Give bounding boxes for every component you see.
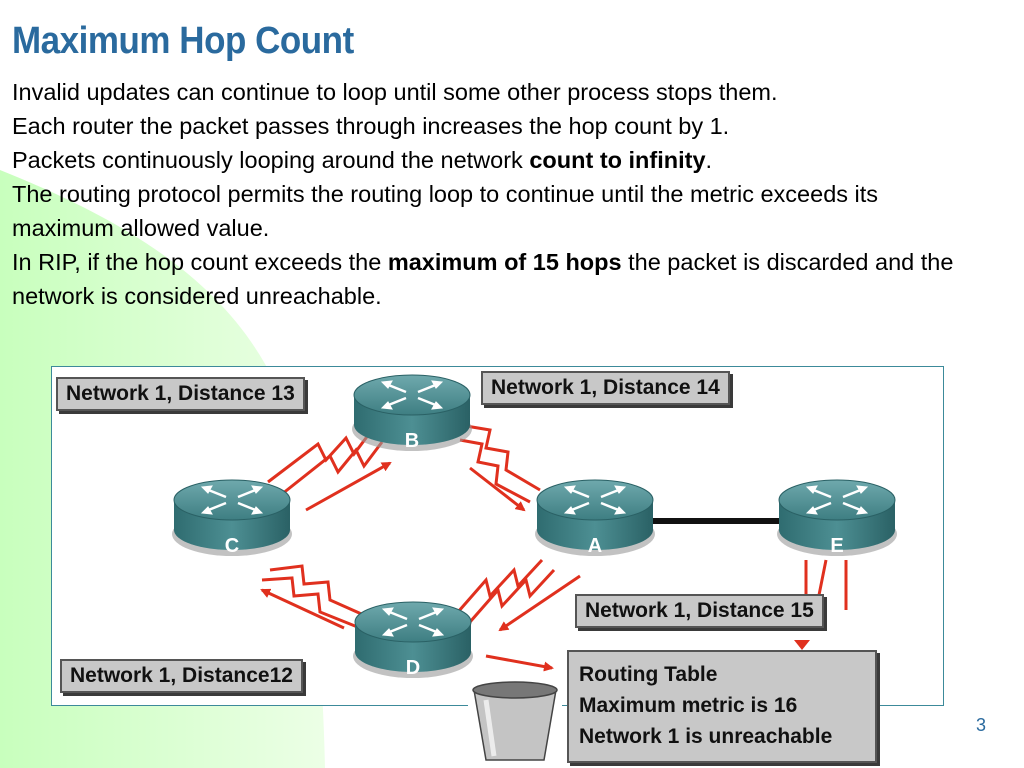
unreachable-marker <box>794 640 810 650</box>
label-distance-13: Network 1, Distance 13 <box>56 377 305 411</box>
router-c-label: C <box>225 535 239 557</box>
trash-bucket-icon <box>468 672 562 768</box>
serial-link-c-b-2 <box>281 441 384 496</box>
router-e-label: E <box>830 535 843 557</box>
router-e: E <box>775 478 899 558</box>
router-a-label: A <box>588 535 602 557</box>
router-b-label: B <box>405 430 419 452</box>
router-c: C <box>170 478 294 558</box>
arrow-b-to-a <box>469 466 526 512</box>
routing-table-max-metric: Maximum metric is 16 <box>579 694 798 717</box>
serial-link-c-d-2 <box>261 576 361 630</box>
arrow-d-to-c <box>260 588 345 630</box>
slide-body: Invalid updates can continue to loop unt… <box>12 75 972 313</box>
routing-table-title: Routing Table <box>579 663 718 686</box>
slide-title: Maximum Hop Count <box>12 20 354 62</box>
serial-link-b-a <box>459 423 541 492</box>
bullet-invalid-updates: Invalid updates can continue to loop unt… <box>12 79 778 105</box>
router-d-label: D <box>406 657 420 679</box>
label-distance-15: Network 1, Distance 15 <box>575 594 824 628</box>
page-number: 3 <box>976 715 987 735</box>
serial-link-d-a <box>456 558 544 613</box>
serial-link-b-a-2 <box>459 438 531 504</box>
bullet-routing-protocol: The routing protocol permits the routing… <box>12 181 879 241</box>
router-b: B <box>350 373 474 453</box>
label-distance-14: Network 1, Distance 14 <box>481 371 730 405</box>
bullet-rip-max-hops: In RIP, if the hop count exceeds the max… <box>12 249 954 309</box>
arrow-d-to-bucket <box>485 654 554 672</box>
routing-table-unreachable: Network 1 is unreachable <box>579 725 833 748</box>
serial-link-c-b <box>267 429 374 484</box>
router-a: A <box>533 478 657 558</box>
router-d: D <box>351 600 475 680</box>
serial-link-c-d <box>269 564 367 618</box>
arrow-c-to-b <box>305 461 392 512</box>
routing-table-box: Routing Table Maximum metric is 16 Netwo… <box>567 650 877 763</box>
bullet-count-to-infinity: Packets continuously looping around the … <box>12 147 713 173</box>
label-distance-12: Network 1, Distance12 <box>60 659 303 693</box>
serial-link-d-a-2 <box>468 568 556 623</box>
bullet-hop-increase: Each router the packet passes through in… <box>12 113 730 139</box>
arrow-a-to-d <box>498 574 581 632</box>
